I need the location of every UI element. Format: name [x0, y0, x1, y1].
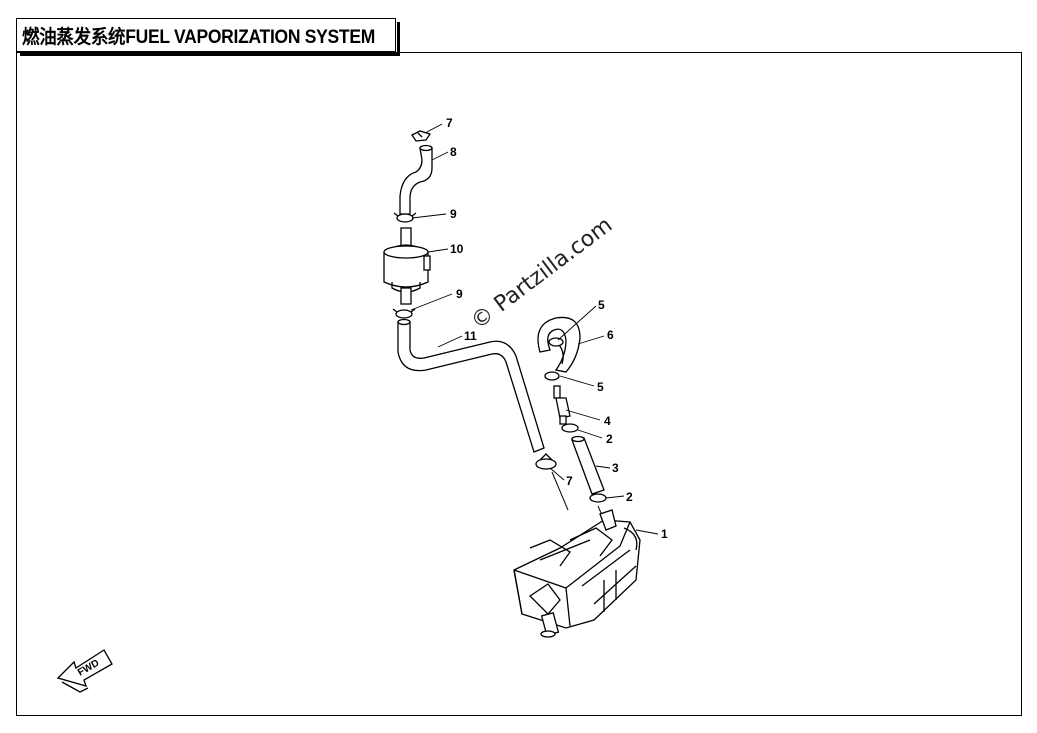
part-hose-long[interactable] [397, 318, 545, 453]
callout-4[interactable]: 4 [604, 414, 611, 428]
callout-8[interactable]: 8 [450, 145, 457, 159]
diagram-title: 燃油蒸发系统FUEL VAPORIZATION SYSTEM [22, 27, 375, 48]
callout-11[interactable]: 11 [464, 329, 477, 343]
callout-9-lower[interactable]: 9 [456, 287, 463, 301]
part-clamp-2a[interactable] [561, 423, 579, 433]
callout-5-lower[interactable]: 5 [597, 380, 604, 394]
part-hose-upper[interactable] [399, 144, 433, 215]
diagram-frame [16, 52, 1022, 716]
callout-7-lower[interactable]: 7 [566, 474, 573, 488]
part-hose-straight[interactable] [571, 435, 605, 495]
part-valve[interactable] [553, 385, 571, 425]
callout-3[interactable]: 3 [612, 461, 619, 475]
part-clamp-5b[interactable] [544, 371, 560, 381]
title-box [16, 18, 396, 52]
callout-2-upper[interactable]: 2 [606, 432, 613, 446]
callout-6[interactable]: 6 [607, 328, 614, 342]
part-clamp-5a[interactable] [548, 337, 564, 347]
part-clamp-top[interactable] [411, 130, 432, 142]
callout-1[interactable]: 1 [661, 527, 668, 541]
part-clamp-mid[interactable] [535, 453, 557, 470]
callout-7-top[interactable]: 7 [446, 116, 453, 130]
callout-9-upper[interactable]: 9 [450, 207, 457, 221]
leader-lines [410, 123, 659, 535]
part-clamp-2b[interactable] [589, 493, 607, 503]
part-clamp-lower[interactable] [392, 308, 416, 319]
title-shadow [20, 22, 400, 56]
callout-5-upper[interactable]: 5 [598, 298, 605, 312]
callout-10[interactable]: 10 [450, 242, 464, 256]
fwd-arrow-icon [56, 649, 113, 693]
callout-2-lower[interactable]: 2 [626, 490, 633, 504]
watermark-text: © Partzilla.com [467, 213, 618, 335]
part-canister[interactable] [513, 509, 641, 638]
part-fuel-filter[interactable] [383, 227, 431, 305]
